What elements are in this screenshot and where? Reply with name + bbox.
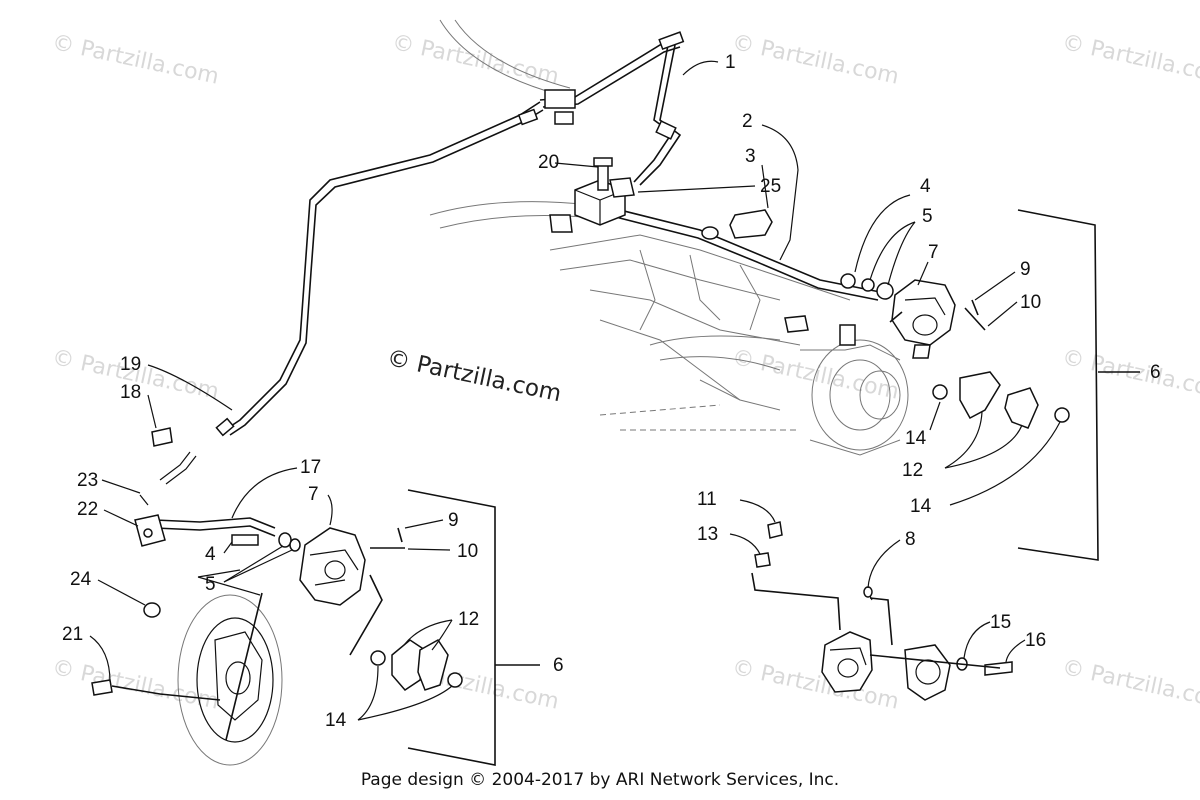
group-brackets xyxy=(197,209,1140,766)
callout-8: 8 xyxy=(905,529,916,550)
callout-19: 19 xyxy=(120,354,141,375)
callout-3: 3 xyxy=(745,146,756,167)
callout-1: 1 xyxy=(725,52,736,73)
callout-25: 25 xyxy=(760,176,781,197)
callout-22: 22 xyxy=(77,499,98,520)
callout-23: 23 xyxy=(77,470,98,491)
callout-24: 24 xyxy=(70,569,92,590)
part-3-block xyxy=(729,209,773,239)
callout-6: 6 xyxy=(553,655,564,676)
frame-background xyxy=(429,19,909,456)
callout-5: 5 xyxy=(922,206,933,227)
callout-12: 12 xyxy=(458,609,479,630)
callout-labels: 1 2 3 4 5 7 9 10 6 20 25 14 12 14 19 18 … xyxy=(62,52,1161,731)
callout-18: 18 xyxy=(120,382,141,403)
callout-4: 4 xyxy=(205,544,216,565)
callout-17: 17 xyxy=(300,457,321,478)
callout-15: 15 xyxy=(990,612,1011,633)
callout-20: 20 xyxy=(538,152,559,173)
callout-14: 14 xyxy=(325,710,347,731)
callout-4: 4 xyxy=(920,176,931,197)
callout-9: 9 xyxy=(1020,259,1031,280)
callout-leaders xyxy=(89,60,1061,721)
callout-5: 5 xyxy=(205,574,216,595)
callout-16: 16 xyxy=(1025,630,1046,651)
callout-7: 7 xyxy=(928,242,939,263)
callout-14: 14 xyxy=(910,496,932,517)
page-footer: Page design © 2004-2017 by ARI Network S… xyxy=(360,770,840,790)
callout-6: 6 xyxy=(1150,362,1161,383)
rear-lower-caliper xyxy=(754,521,1013,701)
callout-7: 7 xyxy=(308,484,319,505)
clamp-block xyxy=(549,157,635,233)
front-caliper xyxy=(91,427,463,766)
callout-10: 10 xyxy=(457,541,478,562)
rear-caliper xyxy=(784,273,1070,429)
callout-13: 13 xyxy=(697,524,718,545)
callout-11: 11 xyxy=(697,489,717,510)
callout-9: 9 xyxy=(448,510,459,531)
callout-12: 12 xyxy=(902,460,923,481)
callout-10: 10 xyxy=(1020,292,1041,313)
callout-2: 2 xyxy=(742,111,753,132)
callout-14: 14 xyxy=(905,428,927,449)
brake-lines xyxy=(154,31,881,537)
callout-21: 21 xyxy=(62,624,83,645)
